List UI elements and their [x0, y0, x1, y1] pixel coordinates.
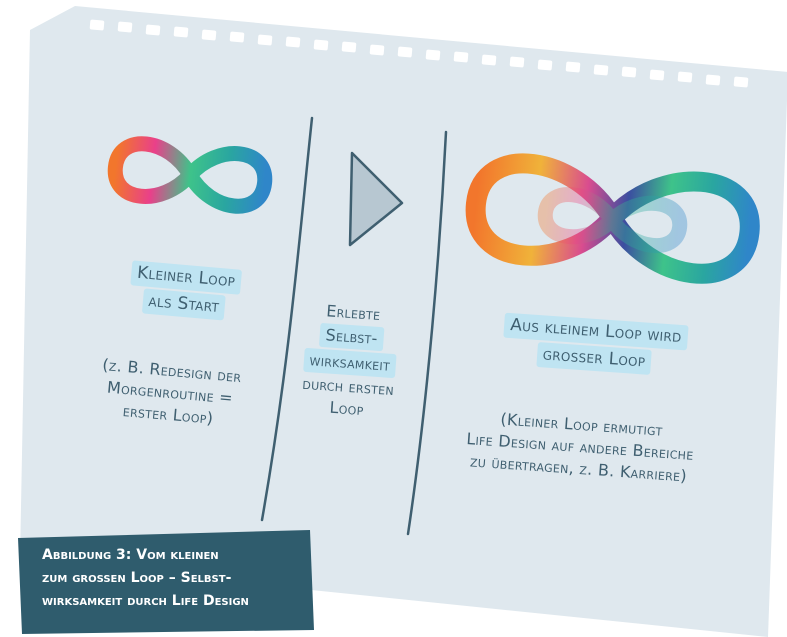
caption-line: zum großen Loop – Selbst- — [42, 570, 232, 586]
figure-caption: Abbildung 3: Vom kleinen zum großen Loop… — [18, 530, 314, 634]
column-2-text: Erlebte Selbst- wirksamkeit durch ersten… — [276, 297, 424, 424]
caption-banner — [18, 530, 314, 634]
column-divider-1 — [260, 116, 314, 522]
play-triangle-icon — [348, 151, 404, 247]
column-2-line: Selbst- — [318, 322, 385, 352]
column-2-line: Loop — [329, 397, 365, 420]
infinity-loop-large-icon — [465, 153, 760, 284]
perforation-holes — [89, 19, 749, 88]
column-2-line: wirksamkeit — [302, 347, 397, 379]
column-2-line: Erlebte — [325, 301, 382, 324]
caption-line: wirksamkeit durch Life Design — [42, 593, 249, 609]
column-2-line: durch ersten — [301, 373, 395, 400]
column-divider-2 — [406, 130, 448, 536]
infinity-loop-small-icon — [107, 136, 273, 214]
caption-line: Abbildung 3: Vom kleinen — [42, 547, 219, 563]
